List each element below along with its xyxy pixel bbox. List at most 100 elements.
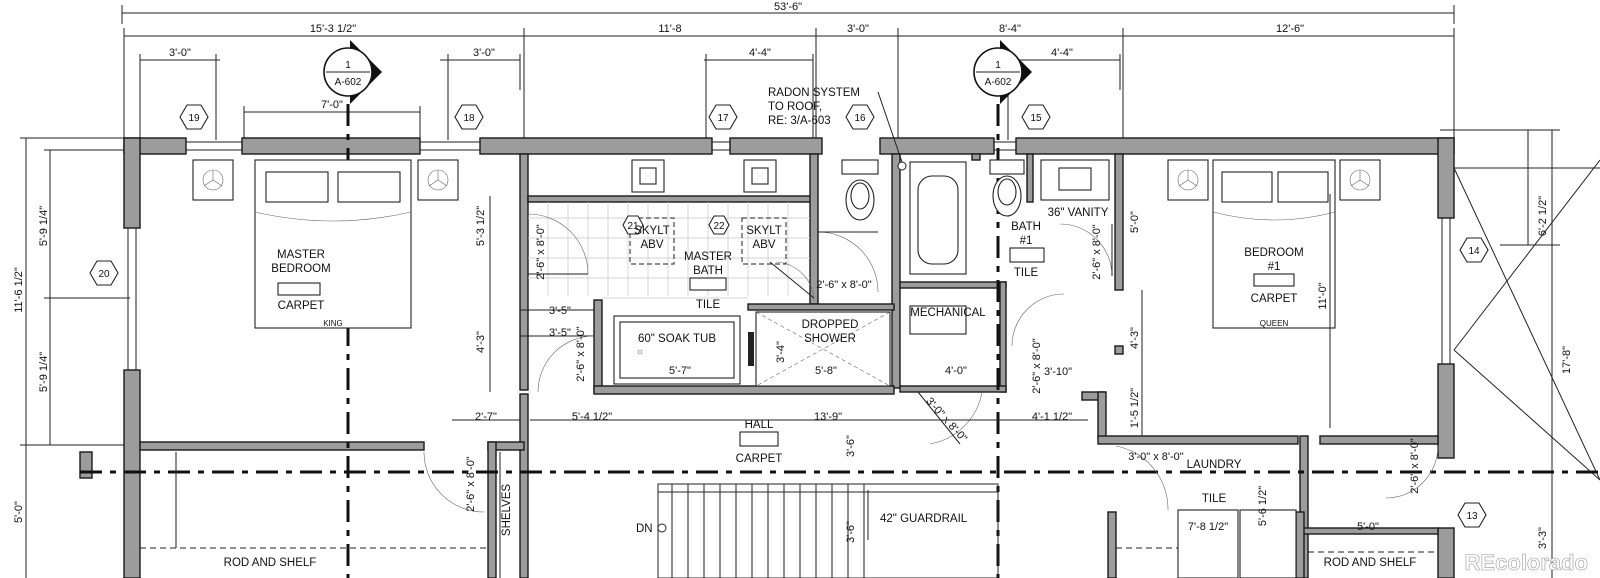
shower-label-1: DROPPED: [802, 319, 859, 331]
master-bedroom-floor: CARPET: [278, 300, 325, 312]
skylight-label-1b: ABV: [640, 239, 663, 251]
dimension-5-6: 5'-6 1/2": [1257, 486, 1269, 526]
skylight-label-2b: ABV: [752, 239, 775, 251]
window-tag-19: 19: [179, 104, 209, 130]
dimension-13-9: 13'-9": [814, 411, 842, 423]
dimension-8-4: 8'-4": [999, 23, 1021, 35]
master-bedroom: MASTER BEDROOM CARPET KING: [192, 159, 459, 329]
dimension-3-10: 3'-10": [1044, 366, 1072, 378]
stair-down-label: DN: [636, 523, 653, 535]
side-dimension-lines: [20, 129, 1560, 578]
mechanical-room: MECHANICAL 4'-0": [909, 305, 986, 445]
bedroom1-label-2: #1: [1268, 261, 1281, 273]
rod-shelf-label-left: ROD AND SHELF: [224, 557, 317, 569]
radon-note-line-3: RE: 3/A-603: [768, 115, 831, 127]
dimension-5-0-left: 5'-0": [13, 501, 25, 523]
hall-floor: CARPET: [736, 453, 783, 465]
dimension-3-0-top: 3'-0": [847, 23, 869, 35]
laundry: LAUNDRY TILE 7'-8 1/2": [1115, 445, 1297, 578]
dimension-5-0-bottom: 5'-0": [1357, 521, 1379, 533]
overall-dimension: 53'-6": [774, 1, 802, 13]
left-dimension-labels: 11'-6 1/2" 5'-9 1/4" 5'-9 1/4" 5'-0" 6'-…: [13, 196, 1573, 523]
dimension-5-4: 5'-4 1/2": [572, 411, 612, 423]
master-bedroom-label-1: MASTER: [277, 249, 325, 261]
dimension-5-7: 5'-7": [669, 365, 691, 377]
shelves-label: SHELVES: [501, 484, 513, 537]
dimension-12-6: 12'-6": [1276, 23, 1304, 35]
master-bath: 21 22 SKYLT ABV SKYLT ABV MASTER BATH TI…: [528, 159, 891, 387]
dimension-15-3: 15'-3 1/2": [310, 23, 356, 35]
dimension-3-0-b: 3'-0": [473, 47, 495, 59]
room-tag-22: 22: [713, 221, 725, 232]
window-tag-20: 20: [89, 260, 119, 286]
radon-note-line-2: TO ROOF,: [768, 101, 822, 113]
radon-note-line-1: RADON SYSTEM: [768, 87, 860, 99]
watermark: REcolorado: [1465, 550, 1588, 575]
soak-tub-label: 60" SOAK TUB: [638, 333, 716, 345]
door-2-6-e: 2'-6" x 8'-0": [1031, 338, 1043, 394]
skylight-label-2a: SKYLT: [746, 225, 782, 237]
dimension-5-8: 5'-8": [815, 365, 837, 377]
dimension-4-0: 4'-0": [945, 365, 967, 377]
window-tag-18: 18: [454, 104, 484, 130]
dimension-3-5-b: 3'-5": [549, 327, 571, 339]
bedroom1-floor: CARPET: [1251, 293, 1298, 305]
bath-1: 36" VANITY BATH #1 TILE: [909, 159, 1113, 279]
king-bed-label: KING: [323, 319, 343, 328]
dimension-17-8: 17'-8": [1561, 346, 1573, 374]
hall-label: HALL: [745, 419, 774, 431]
svg-text:19: 19: [188, 113, 200, 124]
dimension-11-0: 11'-0": [1317, 282, 1329, 309]
dimension-3-3: 3'-3": [1537, 527, 1549, 549]
dimension-4-3-right: 4'-3": [1129, 327, 1141, 349]
door-2-6-g: 2'-6" x 8'-0": [1409, 438, 1421, 494]
dimension-2-7: 2'-7": [475, 411, 497, 423]
skylight-label-1a: SKYLT: [634, 225, 670, 237]
bedroom-1: BEDROOM #1 CARPET QUEEN: [1011, 159, 1381, 347]
window-tags: 19 18 17 16 15 20 14 13: [89, 104, 1489, 528]
dimension-3-0-a: 3'-0": [169, 47, 191, 59]
dimension-11-6: 11'-6 1/2": [13, 267, 25, 313]
dimension-11-8: 11'-8: [658, 23, 681, 35]
door-3-0-b: 3'-0" x 8'-0": [1128, 451, 1184, 463]
dimension-7-8: 7'-8 1/2": [1188, 521, 1228, 533]
svg-text:17: 17: [717, 113, 729, 124]
bath1-floor: TILE: [1014, 267, 1039, 279]
master-bath-label-1: MASTER: [684, 251, 732, 263]
exterior-walls: [123, 137, 1455, 578]
bath1-label-2: #1: [1020, 235, 1033, 247]
section-marker-right-ref: A-602: [985, 77, 1012, 88]
section-marker-left-ref: A-602: [335, 77, 362, 88]
bath1-label-1: BATH: [1011, 221, 1041, 233]
dimension-5-0-right: 5'-0": [1129, 211, 1141, 233]
dimension-7-0: 7'-0": [321, 99, 343, 111]
closets: ROD AND SHELF ROD AND SHELF 5'-0": [140, 445, 1439, 569]
svg-text:14: 14: [1468, 246, 1480, 257]
svg-text:13: 13: [1466, 511, 1478, 522]
top-dimension-lines: [121, 5, 1455, 140]
door-2-6-c: 2'-6" x 8'-0": [816, 279, 872, 291]
svg-text:18: 18: [463, 113, 475, 124]
door-2-6-a: 2'-6" x 8'-0": [535, 224, 547, 280]
section-marker-left: 1 A-602: [323, 40, 382, 104]
section-marker-right: 1 A-602: [973, 40, 1032, 104]
dimension-5-3: 5'-3 1/2": [475, 206, 487, 246]
dimension-6-2: 6'-2 1/2": [1537, 196, 1549, 236]
window-tag-15: 15: [1021, 104, 1051, 130]
window-tag-17: 17: [708, 104, 738, 130]
top-dimension-labels: 53'-6" 15'-3 1/2" 11'-8 3'-0" 8'-4" 12'-…: [169, 1, 1304, 111]
master-bath-label-2: BATH: [693, 265, 723, 277]
window-tag-13: 13: [1457, 502, 1487, 528]
dimension-3-4: 3'-4": [775, 341, 787, 363]
svg-text:16: 16: [854, 113, 866, 124]
dimension-3-5-a: 3'-5": [549, 305, 571, 317]
dimension-4-1: 4'-1 1/2": [1032, 411, 1072, 423]
windows: [127, 141, 1451, 370]
water-closet: RADON SYSTEM TO ROOF, RE: 3/A-603: [768, 87, 907, 293]
section-marker-left-num: 1: [345, 60, 351, 71]
rod-shelf-label-right: ROD AND SHELF: [1324, 557, 1417, 569]
hall-and-stair: HALL CARPET DN 42" GUARDRAIL SHELVES: [423, 419, 999, 578]
window-tag-16: 16: [845, 104, 875, 130]
room-tag-21: 21: [627, 221, 639, 232]
